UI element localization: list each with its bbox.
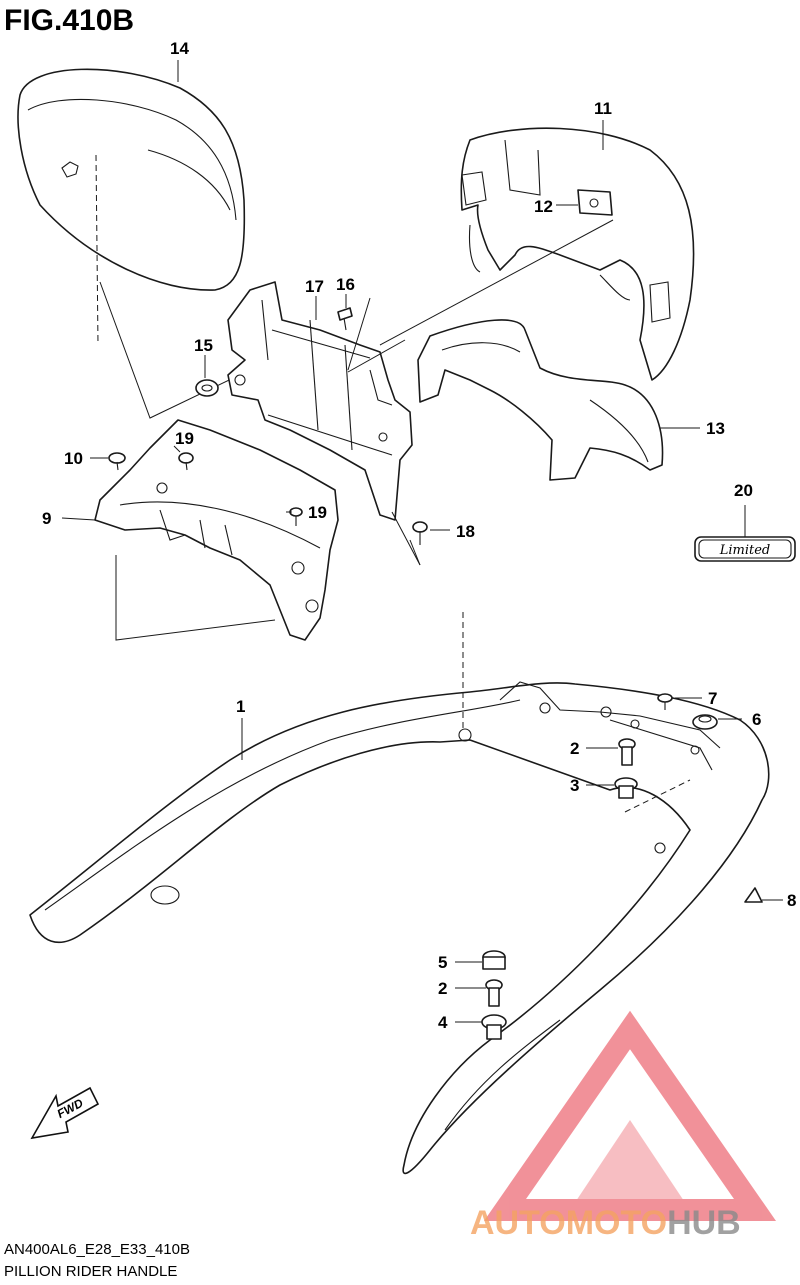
callout-3: 3 — [570, 776, 579, 795]
fwd-arrow-icon: FWD — [30, 1086, 100, 1140]
callout-20: 20 — [734, 481, 753, 500]
watermark-logo — [483, 1010, 777, 1221]
callout-17: 17 — [305, 277, 324, 296]
watermark-text: AUTOMOTOHUB — [470, 1204, 741, 1242]
base-bracket-9 — [94, 419, 339, 641]
watermark-part1: AUTOMOTO — [470, 1204, 667, 1242]
callout-19a: 19 — [175, 429, 194, 448]
callout-12: 12 — [534, 197, 553, 216]
backrest-pad-14 — [17, 68, 246, 346]
screw-10 — [108, 452, 126, 471]
emblem-text: Limited — [719, 543, 771, 558]
callout-15: 15 — [194, 336, 213, 355]
emblem-20: Limited — [694, 536, 796, 562]
footer-caption: PILLION RIDER HANDLE — [4, 1263, 177, 1280]
screw-19a — [178, 452, 194, 471]
watermark-part2: HUB — [667, 1204, 741, 1242]
callout-2b: 2 — [438, 979, 447, 998]
callout-2a: 2 — [570, 739, 579, 758]
cap-5 — [482, 950, 506, 970]
callout-16: 16 — [336, 275, 355, 294]
clip-8 — [744, 887, 763, 903]
screw-7 — [657, 693, 673, 710]
cover-11 — [460, 127, 695, 381]
bracket-frame-17 — [227, 281, 413, 521]
collar-3 — [614, 777, 638, 799]
footer-code: AN400AL6_E28_E33_410B — [4, 1241, 190, 1258]
collar-4 — [481, 1014, 507, 1040]
bolt-2b — [485, 979, 503, 1007]
callout-5: 5 — [438, 953, 447, 972]
bolt-2a — [618, 738, 636, 766]
grommet-15 — [195, 379, 219, 397]
figure-title: FIG.410B — [4, 4, 134, 37]
callout-4: 4 — [438, 1013, 448, 1032]
pillion-handle-1 — [29, 681, 770, 1175]
grommet-6 — [692, 714, 718, 730]
callout-6: 6 — [752, 710, 761, 729]
callout-18: 18 — [456, 522, 475, 541]
callout-14: 14 — [170, 39, 189, 58]
bracket-12 — [577, 189, 613, 216]
callout-9: 9 — [42, 509, 51, 528]
callout-8: 8 — [787, 891, 796, 910]
callout-10: 10 — [64, 449, 83, 468]
callout-11: 11 — [594, 99, 612, 118]
callout-19b: 19 — [308, 503, 327, 522]
callout-1: 1 — [236, 697, 245, 716]
callout-13: 13 — [706, 419, 725, 438]
screw-18 — [412, 521, 428, 545]
lower-cover-13 — [417, 319, 664, 481]
callout-7: 7 — [708, 689, 717, 708]
screw-16 — [337, 307, 353, 331]
